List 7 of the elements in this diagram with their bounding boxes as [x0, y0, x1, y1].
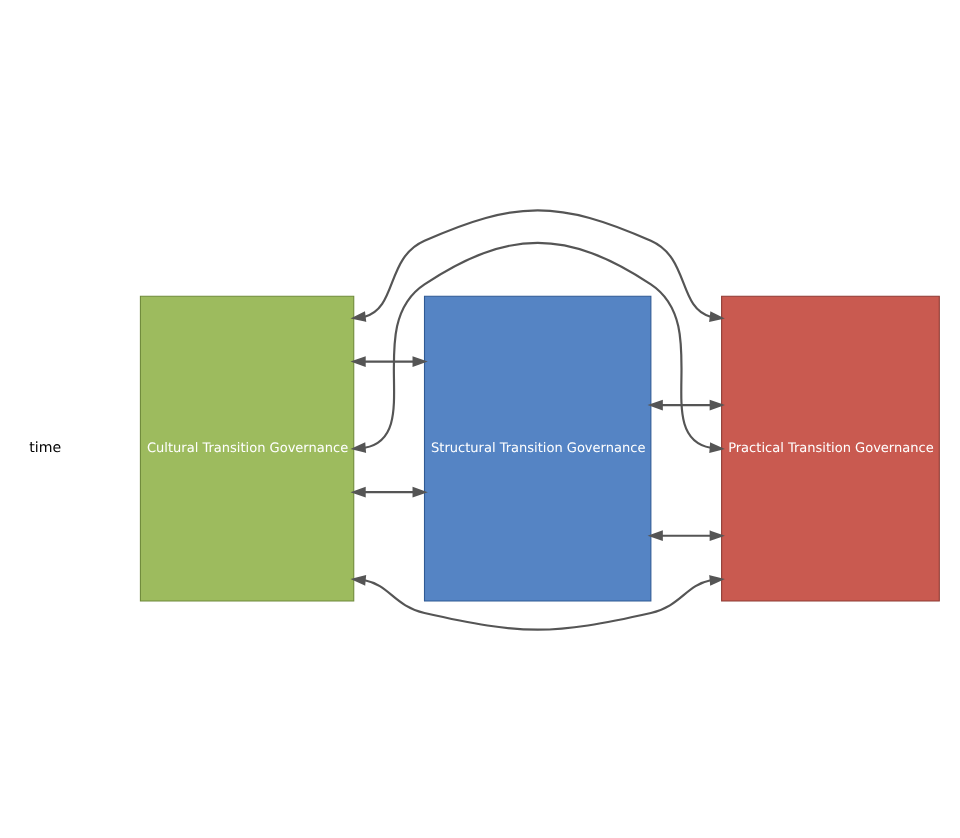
arrow	[350, 485, 428, 497]
arrow	[350, 355, 428, 366]
arrow	[647, 529, 725, 541]
arrow	[647, 398, 725, 410]
arrow	[350, 208, 725, 321]
arrow	[350, 574, 725, 630]
arrow	[350, 240, 725, 452]
